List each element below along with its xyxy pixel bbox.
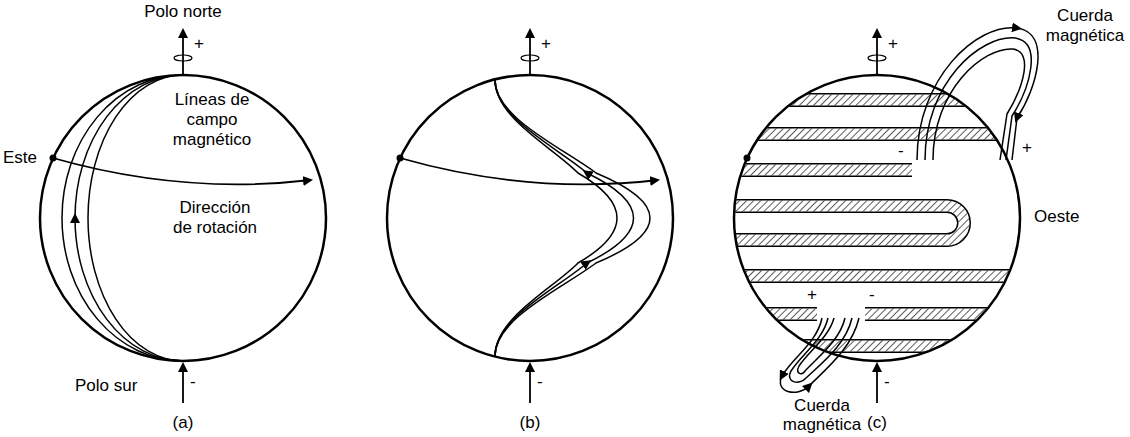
field-line [75,75,183,361]
rope-loop [790,318,852,382]
rope-label: Cuerda magnética [1043,6,1127,46]
rope-loop [798,318,845,374]
rope-loop [925,38,1031,160]
sun-disk-b [387,30,673,403]
spin-symbol [521,55,539,61]
polarity-sign: - [537,372,543,392]
sun-outline [40,75,326,361]
spin-symbol [174,55,192,61]
flux-ropes [727,100,1027,346]
rope-loop [917,28,1038,160]
axis-arrow [182,364,184,403]
polarity-sign: + [194,34,204,54]
field-line [88,75,183,361]
spin-symbol [868,55,886,61]
rope-label: Cuerda magnética [780,396,864,434]
panel-label: (c) [857,413,897,433]
field-line [495,80,617,356]
east-dot [744,155,751,162]
polarity-sign: + [807,285,817,305]
axis-arrow [529,30,531,75]
axis-arrow [182,30,184,75]
sun-disk-a [40,30,326,403]
field-line [495,80,650,356]
rotation-arrow [400,158,658,184]
rope-body [727,100,1027,346]
rope-loop [780,318,859,392]
direction-label: Oeste [1034,207,1079,227]
panel-label: (b) [510,413,550,433]
field-line [62,75,183,361]
sun-disk-c [727,28,1038,403]
axis-arrow [529,364,531,403]
axis-arrow [876,364,878,403]
polarity-sign: + [1022,138,1032,158]
direction-label: Este [3,148,37,168]
east-dot [50,155,57,162]
polarity-sign: - [190,372,196,392]
polarity-sign: + [541,34,551,54]
east-dot [397,155,404,162]
pole-label: Polo sur [75,376,137,396]
polarity-sign: - [898,141,904,161]
pole-label: Polo norte [133,2,233,22]
polarity-sign: - [884,372,890,392]
rope-outline [727,100,1027,346]
axis-arrow [876,30,878,75]
sun-outline [734,75,1020,361]
field-line-label: Líneas de campo magnético [166,90,258,150]
rotation-label: Dirección de rotación [169,198,261,238]
field-line [495,80,634,356]
polarity-sign: + [888,34,898,54]
rope-loop [933,49,1025,160]
sun-outline [387,75,673,361]
panel-label: (a) [163,413,203,433]
rope-hatch [727,100,1027,346]
polarity-sign: - [869,285,875,305]
rotation-arrow [53,158,311,184]
